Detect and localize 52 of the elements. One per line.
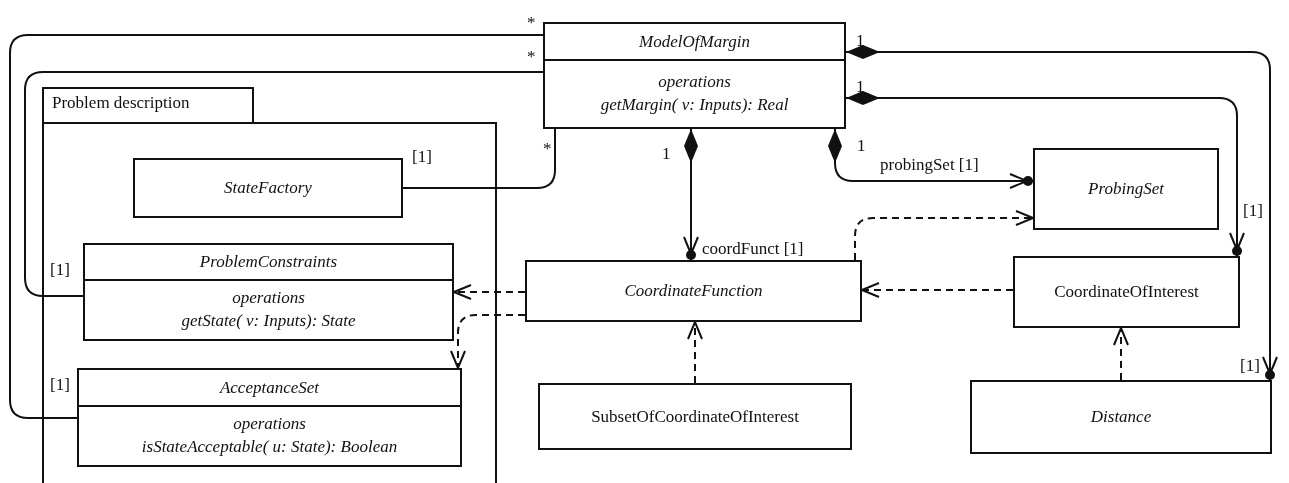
multiplicity-label: [1] (1240, 357, 1260, 374)
package-name: Problem description (52, 93, 190, 113)
class-box (543, 22, 846, 129)
multiplicity-label: 1 (662, 145, 671, 162)
composition-arrow (828, 128, 1034, 189)
edge-label: probingSet [1] (878, 156, 981, 175)
class-name: AcceptanceSet (79, 370, 460, 407)
association-line (9, 34, 544, 419)
dependency-arrow (861, 282, 1014, 298)
composition-arrow (845, 91, 1245, 257)
multiplicity-label: [1] (412, 148, 432, 165)
class-box (525, 260, 862, 322)
dependency-arrow (453, 284, 526, 300)
class-box (1033, 148, 1219, 230)
multiplicity-label: 1 (857, 137, 866, 154)
dependency-arrow (687, 321, 703, 384)
class-name: ModelOfMargin (545, 24, 844, 61)
multiplicity-label: 1 (856, 32, 865, 49)
operation-signature: getMargin( v: Inputs): Real (600, 94, 789, 116)
operation-signature: isStateAcceptable( u: State): Boolean (141, 436, 398, 458)
compartment-label: operations (233, 413, 306, 436)
class-name: CoordinateOfInterest (1054, 282, 1199, 302)
compartment-label: operations (232, 287, 305, 310)
operation-signature: getState( v: Inputs): State (181, 310, 356, 332)
edge-label: coordFunct [1] (700, 240, 806, 259)
composition-arrow (683, 128, 699, 261)
class-box (970, 380, 1272, 454)
multiplicity-label: * (543, 140, 552, 157)
class-box (538, 383, 852, 450)
class-name: SubsetOfCoordinateOfInterest (591, 406, 799, 427)
class-box (133, 158, 403, 218)
association-line (402, 128, 556, 189)
multiplicity-label: [1] (1243, 202, 1263, 219)
compartment-label: operations (658, 71, 731, 94)
class-name: ProbingSet (1088, 179, 1164, 199)
class-box (77, 368, 462, 467)
class-box (83, 243, 454, 341)
dependency-arrow (854, 210, 1034, 261)
multiplicity-label: 1 (856, 78, 865, 95)
dependency-arrow (1113, 327, 1129, 381)
class-name: ProblemConstraints (85, 245, 452, 281)
class-name: Distance (1090, 407, 1152, 427)
association-line (24, 71, 544, 297)
package-frame (42, 87, 497, 483)
composition-arrow (845, 45, 1278, 381)
class-name: StateFactory (224, 178, 312, 198)
multiplicity-label: * (527, 48, 536, 65)
class-box (1013, 256, 1240, 328)
multiplicity-label: * (527, 14, 536, 31)
multiplicity-label: [1] (50, 376, 70, 393)
dependency-arrow (450, 314, 526, 369)
class-name: CoordinateFunction (624, 281, 763, 301)
